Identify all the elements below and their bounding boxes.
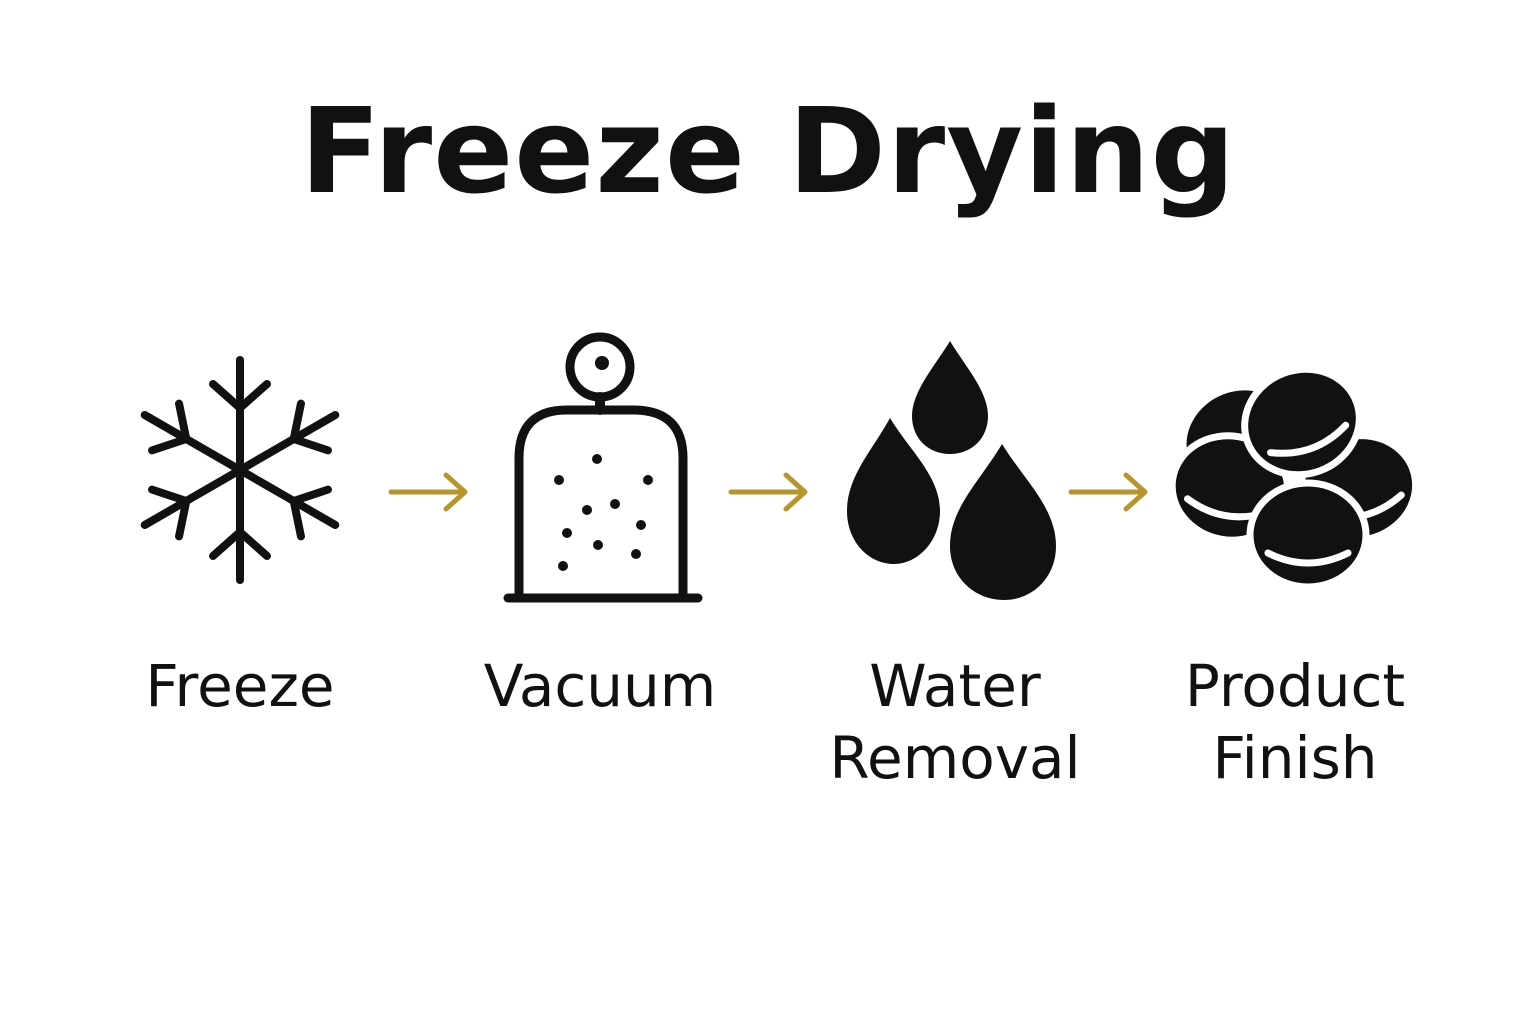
arrow-2-icon	[728, 472, 808, 512]
step-label-line: Removal	[829, 724, 1081, 792]
step-label-line: Freeze	[145, 652, 335, 720]
water-drops-icon	[847, 341, 1056, 600]
step-label-line: Product	[1184, 652, 1406, 720]
step-label-vacuum: Vacuum	[440, 650, 760, 722]
step-label-freeze: Freeze	[80, 650, 400, 722]
diagram-title: Freeze Drying	[299, 82, 1237, 220]
step-label-water-removal: Water Removal	[795, 650, 1115, 794]
product-pieces-icon	[1170, 370, 1425, 590]
step-label-line: Water	[869, 652, 1041, 720]
step-label-product-finish: Product Finish	[1135, 650, 1455, 794]
step-label-line: Finish	[1212, 724, 1378, 792]
snowflake-icon	[130, 356, 350, 590]
arrow-3-icon	[1068, 472, 1148, 512]
step-label-line: Vacuum	[483, 652, 717, 720]
arrow-1-icon	[388, 472, 468, 512]
vacuum-chamber-icon	[503, 332, 703, 603]
